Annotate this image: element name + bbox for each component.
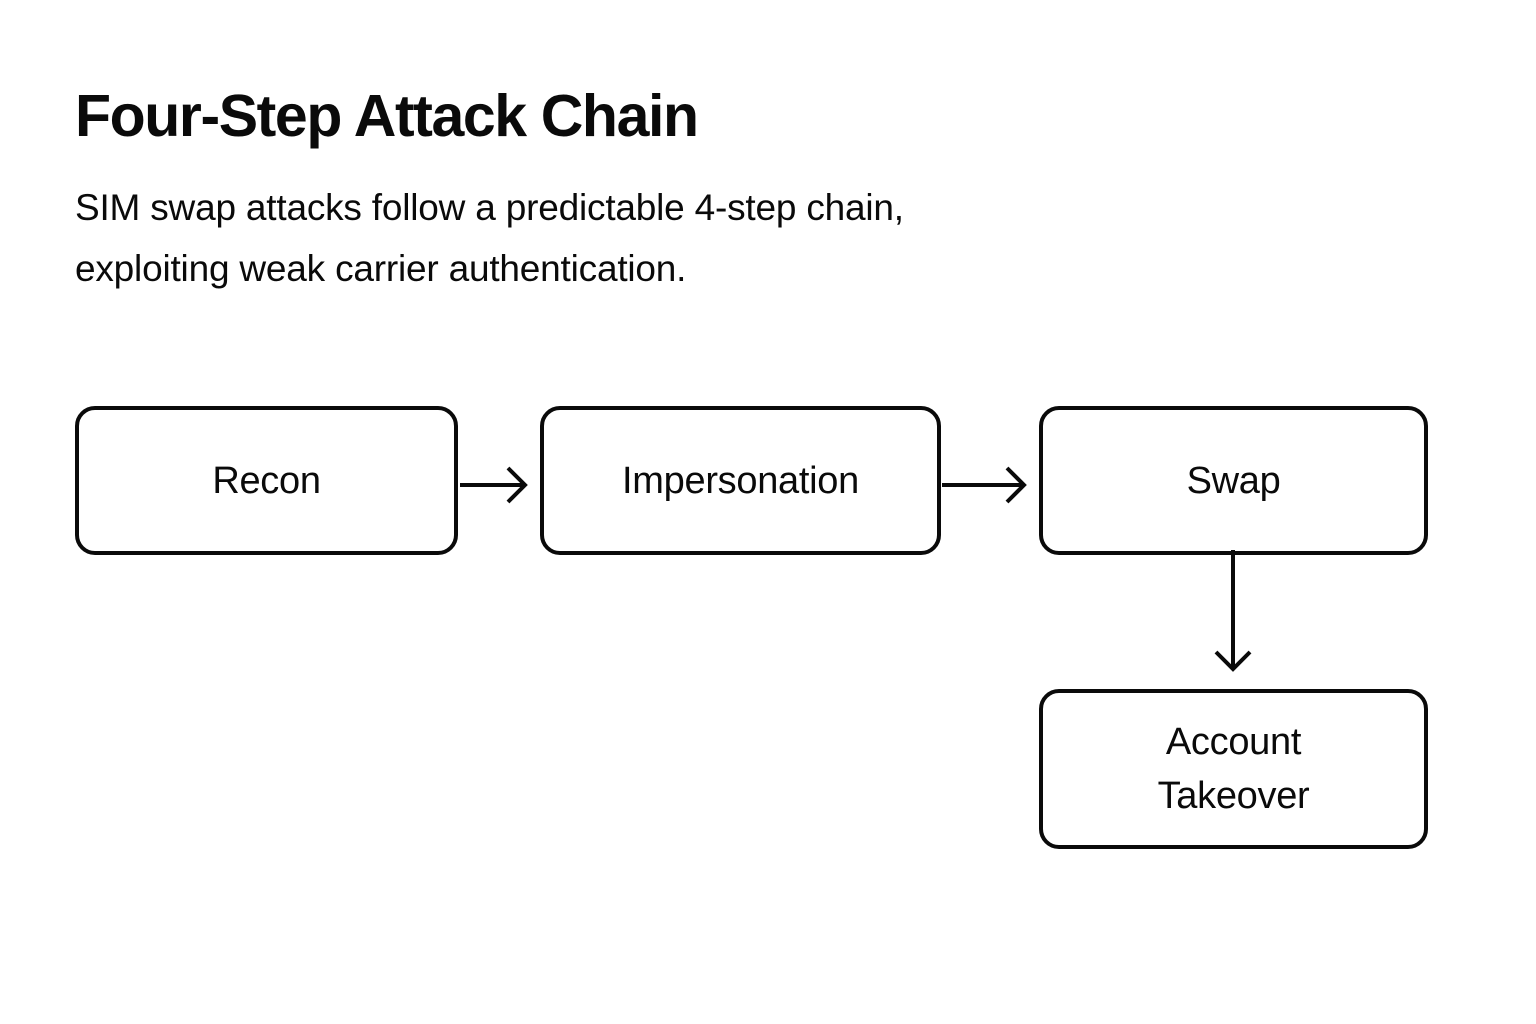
arrow-impersonation-to-swap-icon: [942, 466, 1027, 504]
page-subtitle-line-1: SIM swap attacks follow a predictable 4-…: [75, 187, 904, 228]
flow-node-recon-label: Recon: [212, 459, 321, 502]
page-title: Four-Step Attack Chain: [75, 83, 699, 149]
flow-node-recon[interactable]: Recon: [75, 406, 458, 555]
flow-node-swap[interactable]: Swap: [1039, 406, 1428, 555]
flow-node-account-takeover[interactable]: Account Takeover: [1039, 689, 1428, 849]
page-subtitle: SIM swap attacks follow a predictable 4-…: [75, 150, 1315, 299]
flow-node-swap-label: Swap: [1186, 459, 1281, 502]
arrow-swap-to-account-takeover-icon: [1214, 550, 1252, 672]
flow-node-impersonation-label: Impersonation: [622, 459, 859, 502]
flow-node-account-takeover-label: Account Takeover: [1157, 721, 1310, 817]
page-subtitle-line-2: exploiting weak carrier authentication.: [75, 248, 687, 289]
arrow-recon-to-impersonation-icon: [460, 466, 528, 504]
flow-node-impersonation[interactable]: Impersonation: [540, 406, 941, 555]
header-block: Four-Step Attack Chain SIM swap attacks …: [75, 82, 1375, 299]
